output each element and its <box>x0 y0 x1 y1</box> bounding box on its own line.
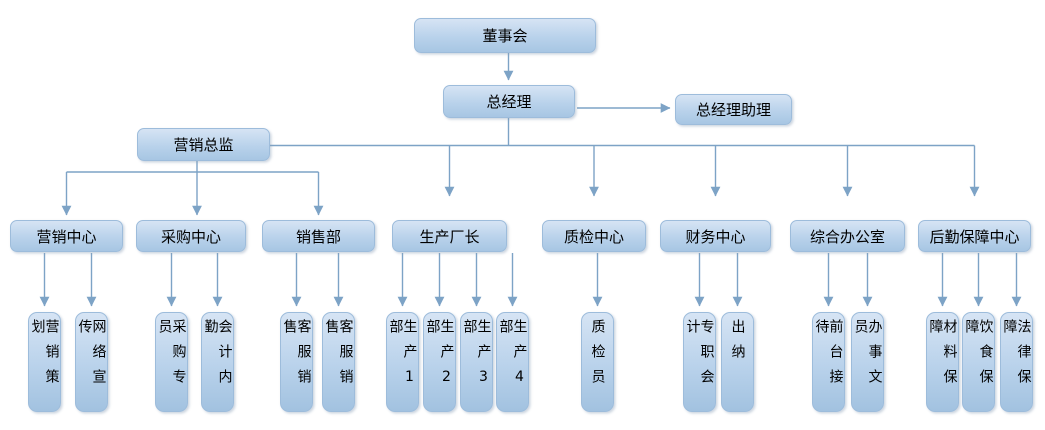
node-label: 材料保障 <box>927 319 958 394</box>
node-label: 出纳 <box>729 319 746 369</box>
node-label: 销售部 <box>295 227 341 246</box>
node-board: 董事会 <box>414 18 596 53</box>
node-label: 营销中心 <box>36 227 97 246</box>
node-quality-center: 质检中心 <box>542 220 646 252</box>
node-network-promotion: 网络宣传 <box>75 312 108 412</box>
node-marketing-director: 营销总监 <box>137 128 270 161</box>
node-food-support: 饮食保障 <box>962 312 995 412</box>
node-label: 营销总监 <box>173 136 234 154</box>
node-customer-service-sales-2: 客服销售 <box>322 312 355 412</box>
node-label: 采购中心 <box>160 227 221 246</box>
node-label: 质检员 <box>589 319 606 394</box>
node-finance-center: 财务中心 <box>660 220 771 252</box>
node-general-office: 综合办公室 <box>790 220 905 252</box>
node-label: 生产3部 <box>461 319 492 396</box>
node-label: 后勤保障中心 <box>929 227 1020 246</box>
node-label: 营销策划 <box>29 319 60 394</box>
node-marketing-center: 营销中心 <box>10 220 123 252</box>
node-label: 综合办公室 <box>809 227 885 246</box>
node-label: 客服销售 <box>281 319 312 394</box>
node-logistics-center: 后勤保障中心 <box>918 220 1031 252</box>
node-production-dept-4: 生产4部 <box>496 312 529 412</box>
node-full-time-accountant: 专职会计 <box>683 312 716 412</box>
node-label: 总经理 <box>486 93 532 111</box>
node-quality-inspector: 质检员 <box>581 312 614 412</box>
node-label: 法律保障 <box>1001 319 1032 394</box>
node-label: 生产厂长 <box>419 227 480 246</box>
node-label: 前台接待 <box>813 319 844 394</box>
node-marketing-planning: 营销策划 <box>28 312 61 412</box>
node-label: 客服销售 <box>323 319 354 394</box>
node-office-clerk: 办事文员 <box>851 312 884 412</box>
node-label: 生产4部 <box>497 319 528 396</box>
node-production-dept-1: 生产1部 <box>386 312 419 412</box>
node-production-dept-3: 生产3部 <box>460 312 493 412</box>
node-purchasing-center: 采购中心 <box>136 220 246 252</box>
node-accounting-support: 会计内勤 <box>201 312 234 412</box>
node-purchasing-specialist: 采购专员 <box>155 312 188 412</box>
node-production-dept-2: 生产2部 <box>423 312 456 412</box>
node-label: 专职会计 <box>684 319 715 394</box>
node-front-desk: 前台接待 <box>812 312 845 412</box>
node-label: 采购专员 <box>156 319 187 394</box>
node-label: 生产1部 <box>387 319 418 396</box>
node-label: 办事文员 <box>852 319 883 394</box>
node-legal-support: 法律保障 <box>1000 312 1033 412</box>
node-label: 财务中心 <box>685 227 746 246</box>
node-sales-dept: 销售部 <box>262 220 375 252</box>
node-customer-service-sales-1: 客服销售 <box>280 312 313 412</box>
node-general-manager: 总经理 <box>443 85 575 118</box>
node-cashier: 出纳 <box>721 312 754 412</box>
node-label: 董事会 <box>482 27 528 45</box>
node-label: 质检中心 <box>563 227 624 246</box>
node-label: 饮食保障 <box>963 319 994 394</box>
node-label: 总经理助理 <box>695 101 771 119</box>
node-label: 网络宣传 <box>76 319 107 394</box>
node-label: 会计内勤 <box>202 319 233 394</box>
node-production-manager: 生产厂长 <box>392 220 507 252</box>
node-gm-assistant: 总经理助理 <box>675 94 792 125</box>
node-label: 生产2部 <box>424 319 455 396</box>
node-material-support: 材料保障 <box>926 312 959 412</box>
